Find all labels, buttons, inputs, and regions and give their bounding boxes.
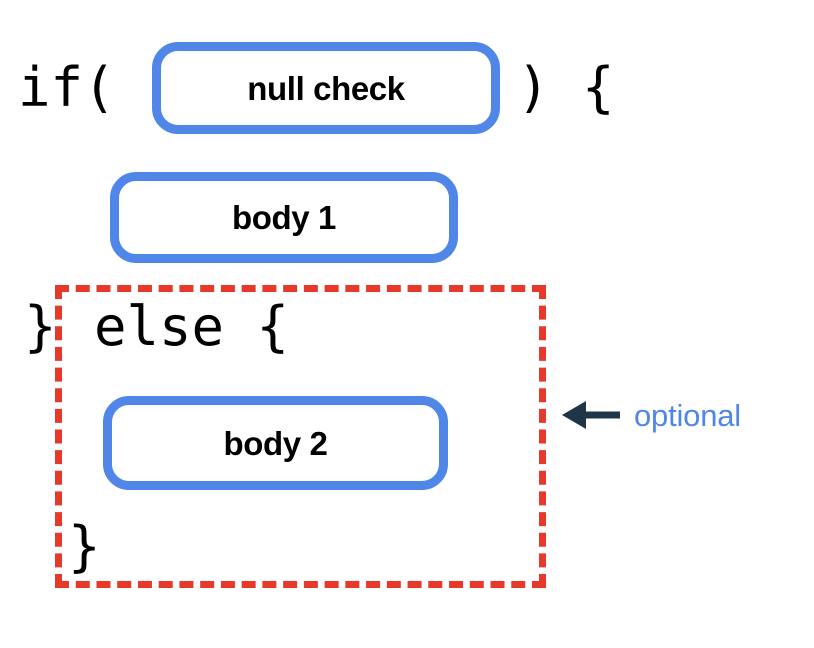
body-1-label: body 1 xyxy=(232,199,336,236)
body-2-box[interactable]: body 2 xyxy=(103,396,448,490)
arrow-left-icon xyxy=(562,398,620,432)
code-if-close: ) { xyxy=(517,56,615,119)
body-2-label: body 2 xyxy=(223,424,328,462)
optional-region-dashed-box xyxy=(55,285,546,588)
code-if-open: if( xyxy=(18,56,116,119)
optional-annotation: optional xyxy=(562,398,741,432)
code-else-keyword: else { xyxy=(94,295,290,358)
code-brace-close-outer: } xyxy=(24,295,57,358)
optional-label: optional xyxy=(634,397,741,433)
code-brace-close-inner: } xyxy=(68,515,101,578)
body-1-box[interactable]: body 1 xyxy=(110,172,458,263)
null-check-label: null check xyxy=(247,69,405,107)
null-check-box[interactable]: null check xyxy=(152,42,500,134)
